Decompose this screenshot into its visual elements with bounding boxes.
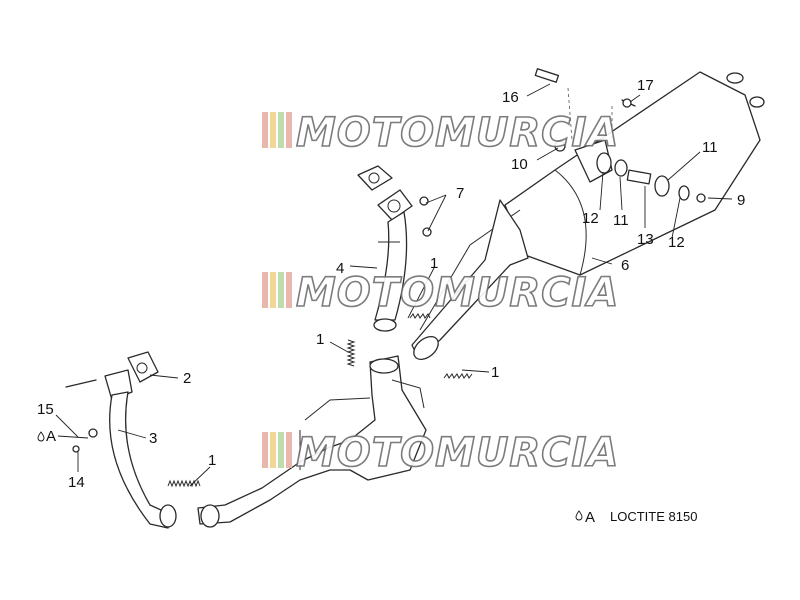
drop-icon (575, 510, 583, 521)
legend: A LOCTITE 8150 (575, 509, 697, 526)
watermark-middle: MOTOMURCIA (262, 269, 619, 317)
watermark-text: MOTOMURCIA (296, 270, 619, 316)
callout-14: 14 (68, 474, 85, 491)
callout-16: 16 (502, 89, 519, 106)
drop-icon (37, 431, 45, 442)
callout-11-upper: 11 (702, 139, 718, 156)
watermark-text: MOTOMURCIA (296, 110, 619, 156)
watermark-top: MOTOMURCIA (262, 109, 619, 157)
callout-17: 17 (637, 77, 654, 94)
callout-1-lower: 1 (208, 452, 216, 469)
callout-4: 4 (336, 260, 344, 277)
loctite-marker: A (46, 428, 56, 445)
callout-7: 7 (456, 185, 464, 202)
callout-6: 6 (621, 257, 629, 274)
legend-text: LOCTITE 8150 (610, 509, 697, 524)
callout-15: 15 (37, 401, 54, 418)
upper-exhaust-pipe (357, 165, 413, 332)
callout-10: 10 (511, 156, 528, 173)
callout-12-left: 12 (582, 210, 599, 227)
callout-2: 2 (183, 370, 191, 387)
callout-13: 13 (637, 231, 654, 248)
callout-1-left: 1 (316, 331, 324, 348)
loctite-callout: A (37, 428, 56, 445)
legend-marker: A (585, 509, 595, 526)
callout-9: 9 (737, 192, 745, 209)
callout-1-upper: 1 (430, 255, 438, 272)
callouts: 16 17 10 11 9 12 11 13 12 6 7 4 1 1 1 1 … (37, 77, 745, 491)
callout-11-lower: 11 (613, 212, 629, 229)
spring-parts (167, 313, 473, 488)
watermark-text: MOTOMURCIA (296, 430, 619, 476)
front-header-pipe (88, 351, 177, 529)
hardware (65, 68, 706, 453)
callout-12-right: 12 (668, 234, 685, 251)
crossover-pipe (197, 355, 427, 528)
watermark-bottom: MOTOMURCIA (262, 429, 619, 477)
callout-1-right: 1 (491, 364, 499, 381)
leader-lines (55, 83, 733, 487)
callout-3: 3 (149, 430, 157, 447)
